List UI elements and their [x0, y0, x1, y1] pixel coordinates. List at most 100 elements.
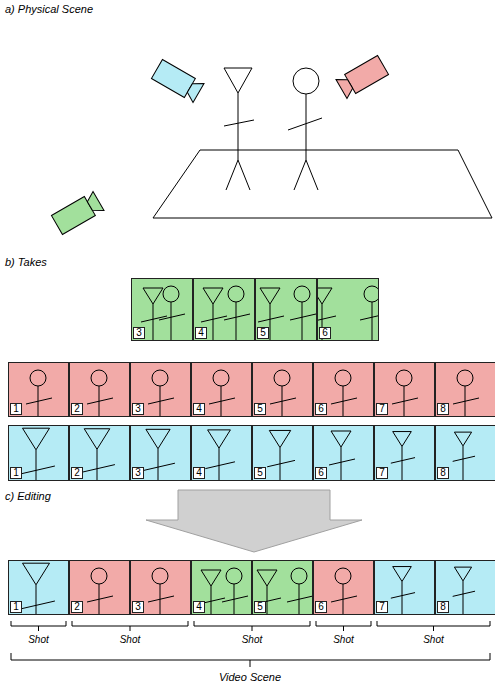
- person-head: [30, 370, 46, 386]
- person-arm: [143, 463, 174, 470]
- shot-label: Shot: [28, 634, 49, 646]
- frame-ground: [193, 278, 255, 341]
- person-body: [267, 586, 268, 615]
- person-head: [224, 68, 252, 93]
- frame-ground: [191, 560, 252, 615]
- frame-figures: [453, 370, 479, 417]
- triangle-person: [224, 68, 254, 190]
- person-head: [201, 570, 221, 586]
- person-arm: [201, 316, 227, 322]
- film-frame: 8: [435, 425, 495, 481]
- person-body: [402, 446, 403, 481]
- frame-figures: [453, 432, 475, 481]
- shot-bracket: [377, 621, 490, 631]
- frame-figures: [255, 568, 313, 615]
- person-arm: [453, 398, 479, 404]
- person-leg: [226, 160, 238, 190]
- shot-bracket: [72, 621, 188, 631]
- film-frame: 2: [69, 560, 130, 615]
- person-head: [23, 428, 50, 450]
- person-arm: [392, 398, 418, 404]
- person-head: [393, 432, 412, 447]
- film-frame: 5: [252, 560, 313, 615]
- person-arm: [148, 596, 174, 602]
- shot-label: Shot: [423, 634, 444, 646]
- person-arm: [209, 398, 235, 404]
- frame-number: 5: [257, 327, 269, 339]
- frame-number: 1: [10, 403, 22, 415]
- person-body: [213, 304, 214, 341]
- person-head: [152, 370, 168, 386]
- physical-scene: [51, 55, 492, 234]
- frame-number: 3: [132, 403, 144, 415]
- film-frame: 6: [313, 560, 374, 615]
- film-frame: 4: [193, 278, 255, 341]
- person-head: [143, 288, 163, 304]
- person-head: [364, 286, 379, 302]
- shot-bracket: [316, 621, 371, 631]
- blue-camera: [151, 59, 204, 102]
- person-body: [219, 448, 220, 481]
- film-frame: 2: [69, 425, 130, 481]
- person-head: [208, 430, 231, 448]
- frame-ground: [8, 560, 69, 615]
- person-arm: [288, 118, 322, 130]
- film-frame: 5: [252, 362, 313, 417]
- frame-figures: [26, 370, 52, 417]
- person-head: [274, 370, 290, 386]
- person-arm: [453, 456, 475, 461]
- frame-figures: [392, 370, 418, 417]
- frame-ground: [252, 425, 313, 481]
- frame-figures: [148, 568, 174, 615]
- film-frame: 4: [191, 362, 252, 417]
- film-frame: 8: [435, 362, 495, 417]
- person-arm: [287, 596, 313, 602]
- person-body: [463, 581, 464, 615]
- red-camera: [336, 55, 389, 98]
- frame-ground: [69, 425, 130, 481]
- person-arm: [391, 458, 415, 464]
- frame-number: 1: [10, 601, 22, 613]
- frame-ground: [130, 560, 191, 615]
- person-body: [97, 449, 98, 481]
- stage-floor: [153, 150, 492, 218]
- person-head: [228, 286, 244, 302]
- frame-ground: [252, 362, 313, 417]
- frame-figures: [270, 370, 296, 417]
- frame-ground: [435, 560, 495, 615]
- person-head: [91, 370, 107, 386]
- film-frame: 6: [313, 362, 374, 417]
- frame-ground: [374, 560, 435, 615]
- frame-ground: [317, 278, 379, 341]
- person-body: [302, 302, 303, 341]
- person-body: [341, 447, 342, 481]
- person-arm: [224, 120, 254, 126]
- frame-number: 3: [133, 327, 145, 339]
- shot-label: Shot: [120, 634, 141, 646]
- person-head: [213, 370, 229, 386]
- frame-figures: [453, 567, 475, 615]
- person-arm: [87, 398, 113, 404]
- frame-ground: [8, 362, 69, 417]
- frame-number: 7: [376, 601, 388, 613]
- scene-bracket: [11, 653, 490, 667]
- person-head: [23, 563, 50, 585]
- frame-number: 2: [71, 467, 83, 479]
- film-frame: 3: [130, 560, 191, 615]
- film-frame: 7: [374, 425, 435, 481]
- frame-number: 8: [437, 601, 449, 613]
- person-head: [293, 68, 319, 94]
- film-frame: 7: [374, 560, 435, 615]
- person-body: [211, 586, 212, 615]
- frame-number: 3: [132, 467, 144, 479]
- frame-ground: [435, 362, 495, 417]
- person-head: [163, 286, 179, 302]
- person-head: [260, 288, 280, 304]
- camera-lens: [184, 78, 204, 102]
- frame-figures: [267, 430, 295, 481]
- person-arm: [270, 398, 296, 404]
- frame-figures: [331, 568, 357, 615]
- camera-lens: [84, 191, 104, 215]
- frame-ground: [313, 425, 374, 481]
